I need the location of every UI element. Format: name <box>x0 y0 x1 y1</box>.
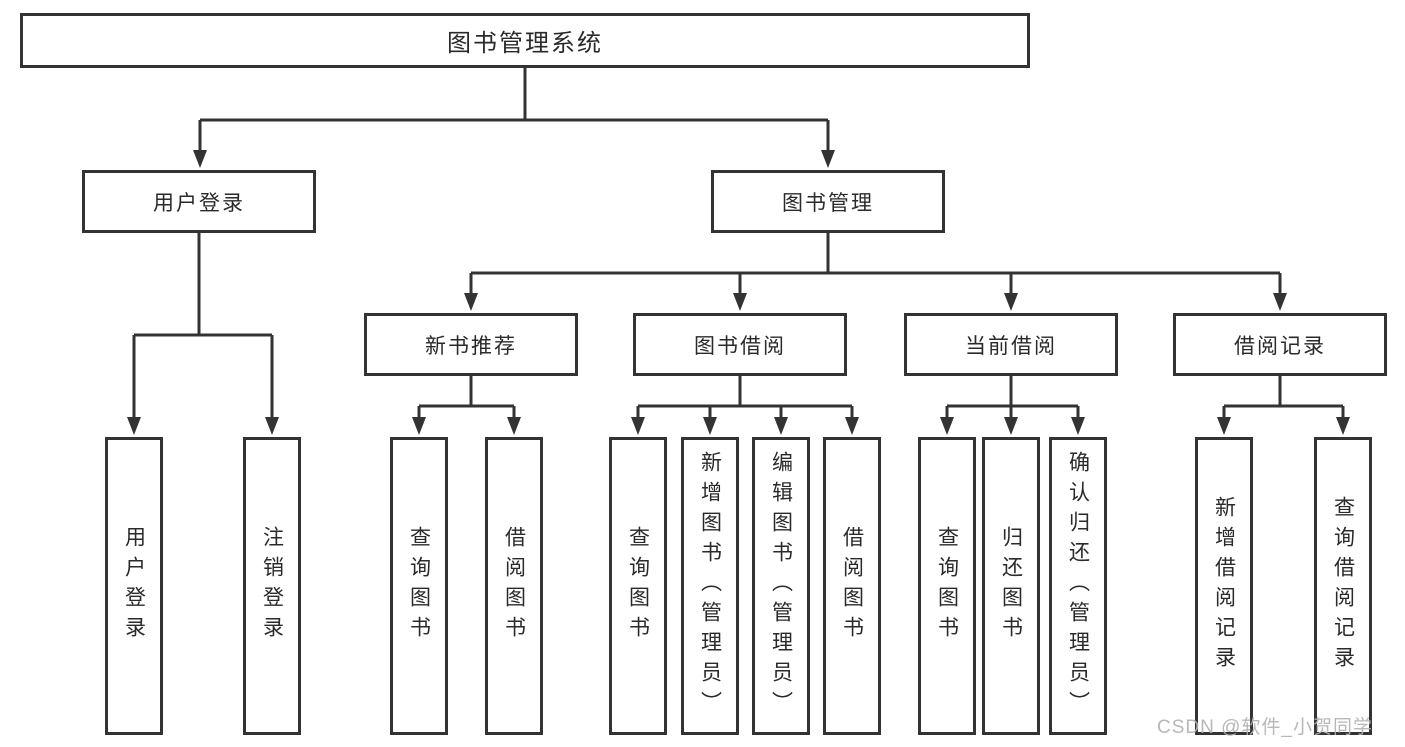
node-book-borrow-label: 图书借阅 <box>694 334 786 358</box>
leaf-borrow-books-newbook-label: 借阅图书 <box>502 526 526 646</box>
leaf-query-borrow-record-label: 查询借阅记录 <box>1331 496 1355 676</box>
arrowheads <box>127 150 1350 435</box>
leaf-return-books: 归还图书 <box>982 437 1040 735</box>
node-new-book-recommend-label: 新书推荐 <box>425 334 517 358</box>
leaf-query-books-borrow-label: 查询图书 <box>626 526 650 646</box>
node-current-borrow-label: 当前借阅 <box>965 334 1057 358</box>
leaf-add-books-admin-label: 新增图书（管理员） <box>698 451 722 721</box>
node-user-login: 用户登录 <box>82 170 316 233</box>
connector-records-to-leaves <box>1222 376 1345 419</box>
node-borrow-records: 借阅记录 <box>1173 313 1387 376</box>
leaf-borrow-books-newbook: 借阅图书 <box>485 437 543 735</box>
leaf-add-borrow-record: 新增借阅记录 <box>1195 437 1253 735</box>
node-borrow-records-label: 借阅记录 <box>1234 334 1326 358</box>
leaf-edit-books-admin-label: 编辑图书（管理员） <box>769 451 793 721</box>
leaf-borrow-books: 借阅图书 <box>823 437 881 735</box>
leaf-logout: 注销登录 <box>243 437 301 735</box>
watermark: CSDN @软件_小贺同学 <box>1157 717 1373 738</box>
node-user-login-label: 用户登录 <box>153 191 245 215</box>
connector-newbook-to-leaves <box>417 376 516 419</box>
leaf-query-books-newbook-label: 查询图书 <box>407 526 431 646</box>
leaf-logout-label: 注销登录 <box>260 526 284 646</box>
connector-currentborrow-to-leaves <box>945 376 1080 419</box>
node-root-label: 图书管理系统 <box>447 30 603 57</box>
leaf-confirm-return-admin: 确认归还（管理员） <box>1049 437 1107 735</box>
leaf-add-borrow-record-label: 新增借阅记录 <box>1212 496 1236 676</box>
node-current-borrow: 当前借阅 <box>904 313 1118 376</box>
leaf-user-login-label: 用户登录 <box>122 526 146 646</box>
leaf-query-books-current-label: 查询图书 <box>935 526 959 646</box>
connector-bookmgmt-to-level3 <box>469 233 1282 295</box>
leaf-query-books-borrow: 查询图书 <box>609 437 667 735</box>
node-root: 图书管理系统 <box>20 13 1030 68</box>
leaf-confirm-return-admin-label: 确认归还（管理员） <box>1066 451 1090 721</box>
node-book-management: 图书管理 <box>711 170 945 233</box>
leaf-query-books-newbook: 查询图书 <box>390 437 448 735</box>
node-new-book-recommend: 新书推荐 <box>364 313 578 376</box>
node-book-borrow: 图书借阅 <box>633 313 847 376</box>
leaf-return-books-label: 归还图书 <box>999 526 1023 646</box>
leaf-borrow-books-label: 借阅图书 <box>840 526 864 646</box>
leaf-add-books-admin: 新增图书（管理员） <box>681 437 739 735</box>
connector-userlogin-to-leaves <box>132 233 274 419</box>
node-book-management-label: 图书管理 <box>782 191 874 215</box>
leaf-edit-books-admin: 编辑图书（管理员） <box>752 437 810 735</box>
connector-bookborrow-to-leaves <box>636 376 854 419</box>
leaf-query-borrow-record: 查询借阅记录 <box>1314 437 1372 735</box>
leaf-user-login: 用户登录 <box>105 437 163 735</box>
connector-root-to-level2 <box>198 68 830 152</box>
leaf-query-books-current: 查询图书 <box>918 437 976 735</box>
